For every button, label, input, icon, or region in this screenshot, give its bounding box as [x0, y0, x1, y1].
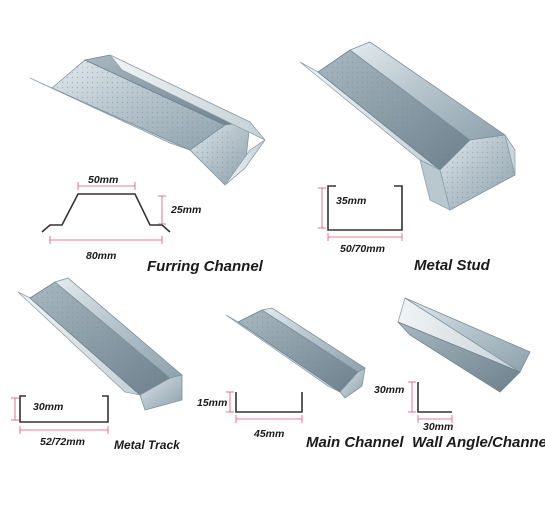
furring-bottom-width-label: 80mm [86, 250, 117, 262]
main-channel-image [225, 307, 366, 399]
wall-angle-dimension-lines [408, 381, 453, 423]
track-width-label: 52/72mm [40, 436, 85, 448]
metal-stud-image [299, 41, 516, 211]
main-channel-profile [235, 392, 303, 413]
stud-depth-label: 35mm [336, 195, 367, 207]
metal-track-image [17, 277, 183, 411]
main-channel-dimension-lines [226, 391, 303, 423]
metal-stud-dimension-lines [318, 187, 403, 241]
main-channel-name: Main Channel [306, 434, 404, 451]
furring-channel-image [29, 54, 266, 186]
main-channel-depth-label: 15mm [197, 397, 228, 409]
metal-stud-profile [327, 185, 403, 231]
furring-depth-label: 25mm [171, 204, 202, 216]
metal-track-dimension-lines [11, 397, 109, 434]
metal-track-profile [19, 395, 109, 423]
wall-angle-leg2-label: 30mm [423, 421, 454, 433]
track-depth-label: 30mm [33, 401, 64, 413]
main-channel-width-label: 45mm [254, 428, 285, 440]
furring-channel-name: Furring Channel [147, 258, 263, 275]
metal-stud-name: Metal Stud [414, 257, 490, 274]
stud-width-label: 50/70mm [340, 243, 385, 255]
furring-top-width-label: 50mm [88, 174, 119, 186]
wall-angle-profile [417, 382, 452, 413]
wall-angle-image [397, 297, 531, 393]
wall-angle-name: Wall Angle/Channel [412, 434, 545, 451]
furring-channel-dimension-lines [49, 182, 166, 244]
wall-angle-leg1-label: 30mm [374, 384, 405, 396]
furring-channel-profile [41, 193, 171, 233]
metal-track-name: Metal Track [114, 438, 180, 452]
